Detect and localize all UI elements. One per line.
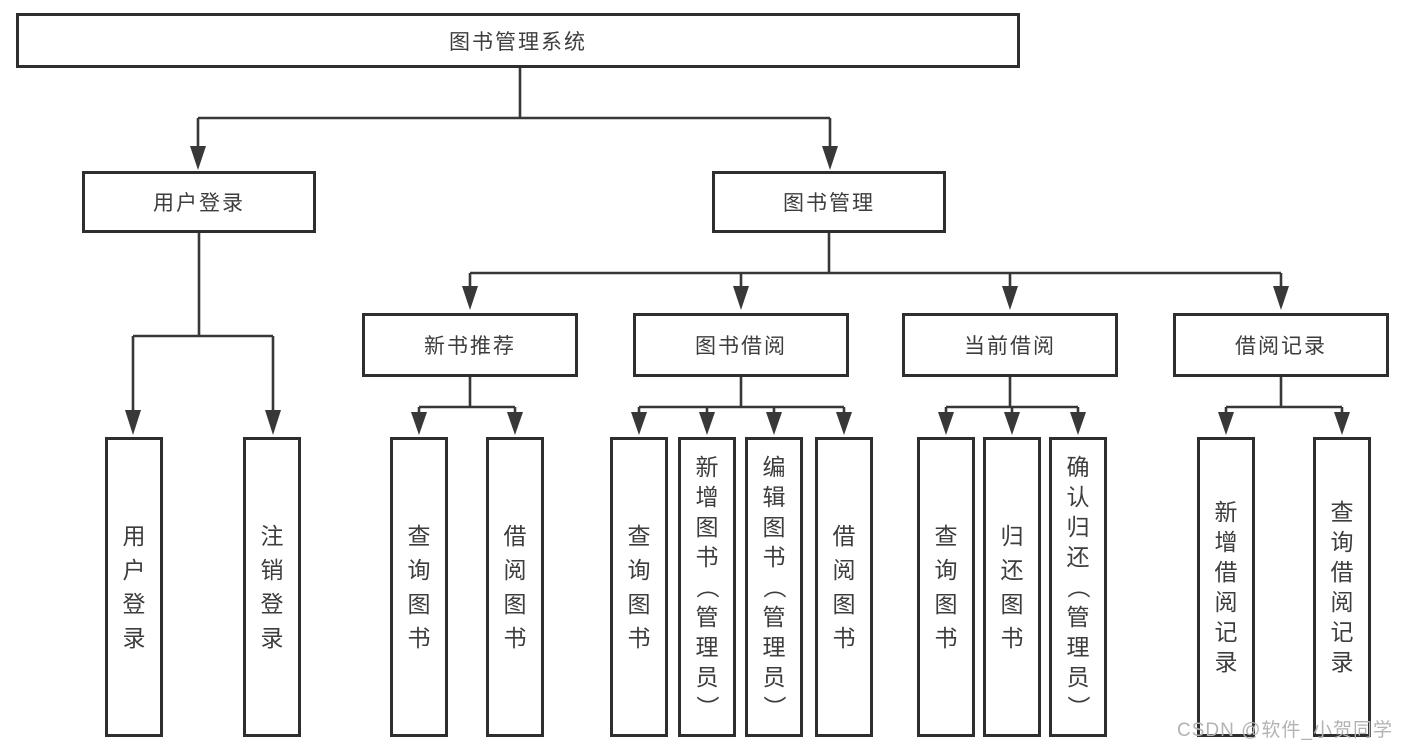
leaf-borrow-books: 借阅图书 [486,437,544,737]
leaf-user-login: 用户登录 [105,437,163,737]
node-current-borrowing: 当前借阅 [902,313,1118,377]
leaf-query-books: 查询图书 [390,437,448,737]
node-user-login: 用户登录 [82,171,316,233]
leaf-add-borrow-record: 新增借阅记录 [1197,437,1255,737]
leaf-edit-books-admin: 编辑图书（管理员） [745,437,803,737]
leaf-query-borrow-record: 查询借阅记录 [1313,437,1371,737]
node-borrowing-records: 借阅记录 [1173,313,1389,377]
node-book-borrowing: 图书借阅 [633,313,849,377]
node-library-management-system: 图书管理系统 [16,13,1020,68]
watermark: CSDN @软件_小贺同学 [1177,720,1393,741]
leaf-query-books: 查询图书 [610,437,668,737]
leaf-return-books: 归还图书 [983,437,1041,737]
node-new-book-recommendation: 新书推荐 [362,313,578,377]
leaf-borrow-books: 借阅图书 [815,437,873,737]
leaf-query-books: 查询图书 [917,437,975,737]
arrowheads [125,146,1350,435]
leaf-logout: 注销登录 [243,437,301,737]
leaf-add-books-admin: 新增图书（管理员） [678,437,736,737]
node-book-management: 图书管理 [712,171,946,233]
leaf-confirm-return-admin: 确认归还（管理员） [1049,437,1107,737]
